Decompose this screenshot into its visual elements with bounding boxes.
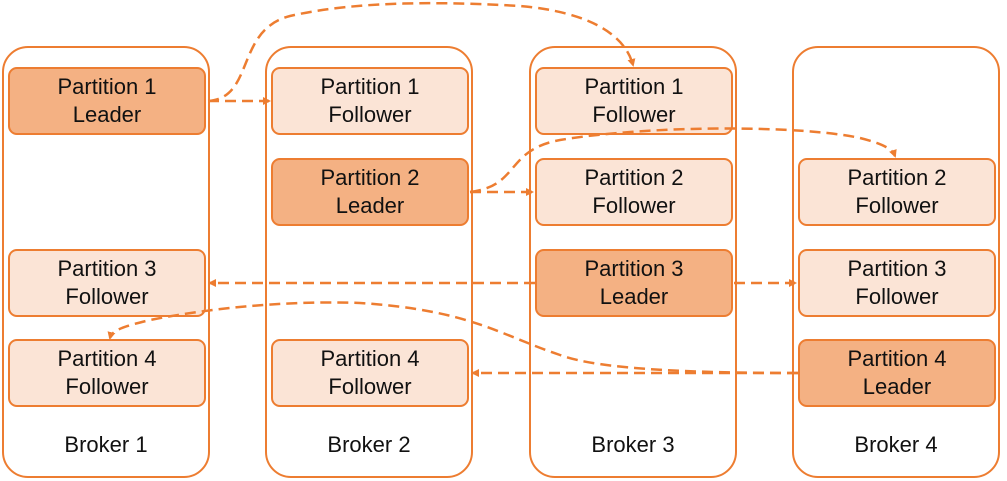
partition-role: Leader: [862, 374, 932, 399]
partition-role: Follower: [328, 102, 412, 127]
broker-1-partition-3-follower: Partition 3 Follower: [8, 249, 206, 317]
broker-label: Broker 3: [591, 432, 675, 457]
broker-3-partition-3-leader: Partition 3 Leader: [535, 249, 733, 317]
broker-4-partition-3-follower: Partition 3 Follower: [798, 249, 996, 317]
partition-role: Follower: [328, 374, 412, 399]
partition-name: Partition 4: [320, 346, 420, 371]
partition-role: Leader: [72, 102, 142, 127]
broker-4-partition-4-leader: Partition 4 Leader: [798, 339, 996, 407]
partition-role: Follower: [592, 193, 676, 218]
broker-1-partition-1-leader: Partition 1 Leader: [8, 67, 206, 135]
partition-name: Partition 4: [57, 346, 157, 371]
partition-role: Follower: [855, 193, 939, 218]
partition-role: Follower: [592, 102, 676, 127]
broker-label: Broker 4: [854, 432, 938, 457]
broker-4-partition-2-follower: Partition 2 Follower: [798, 158, 996, 226]
broker-1-partition-4-follower: Partition 4 Follower: [8, 339, 206, 407]
partition-name: Partition 2: [584, 165, 684, 190]
partition-name: Partition 3: [584, 256, 684, 281]
partition-name: Partition 1: [584, 74, 684, 99]
partition-name: Partition 2: [320, 165, 420, 190]
partition-role: Leader: [335, 193, 405, 218]
broker-2-partition-1-follower: Partition 1 Follower: [271, 67, 469, 135]
partition-name: Partition 4: [847, 346, 947, 371]
broker-label: Broker 1: [64, 432, 148, 457]
partition-name: Partition 1: [320, 74, 420, 99]
partition-name: Partition 2: [847, 165, 947, 190]
partition-name: Partition 3: [57, 256, 157, 281]
partition-role: Leader: [599, 284, 669, 309]
broker-label: Broker 2: [327, 432, 411, 457]
partition-role: Follower: [65, 284, 149, 309]
partition-name: Partition 1: [57, 74, 157, 99]
partition-role: Follower: [855, 284, 939, 309]
broker-3-partition-2-follower: Partition 2 Follower: [535, 158, 733, 226]
partition-name: Partition 3: [847, 256, 947, 281]
partition-role: Follower: [65, 374, 149, 399]
broker-2-partition-2-leader: Partition 2 Leader: [271, 158, 469, 226]
broker-3-partition-1-follower: Partition 1 Follower: [535, 67, 733, 135]
broker-2-partition-4-follower: Partition 4 Follower: [271, 339, 469, 407]
